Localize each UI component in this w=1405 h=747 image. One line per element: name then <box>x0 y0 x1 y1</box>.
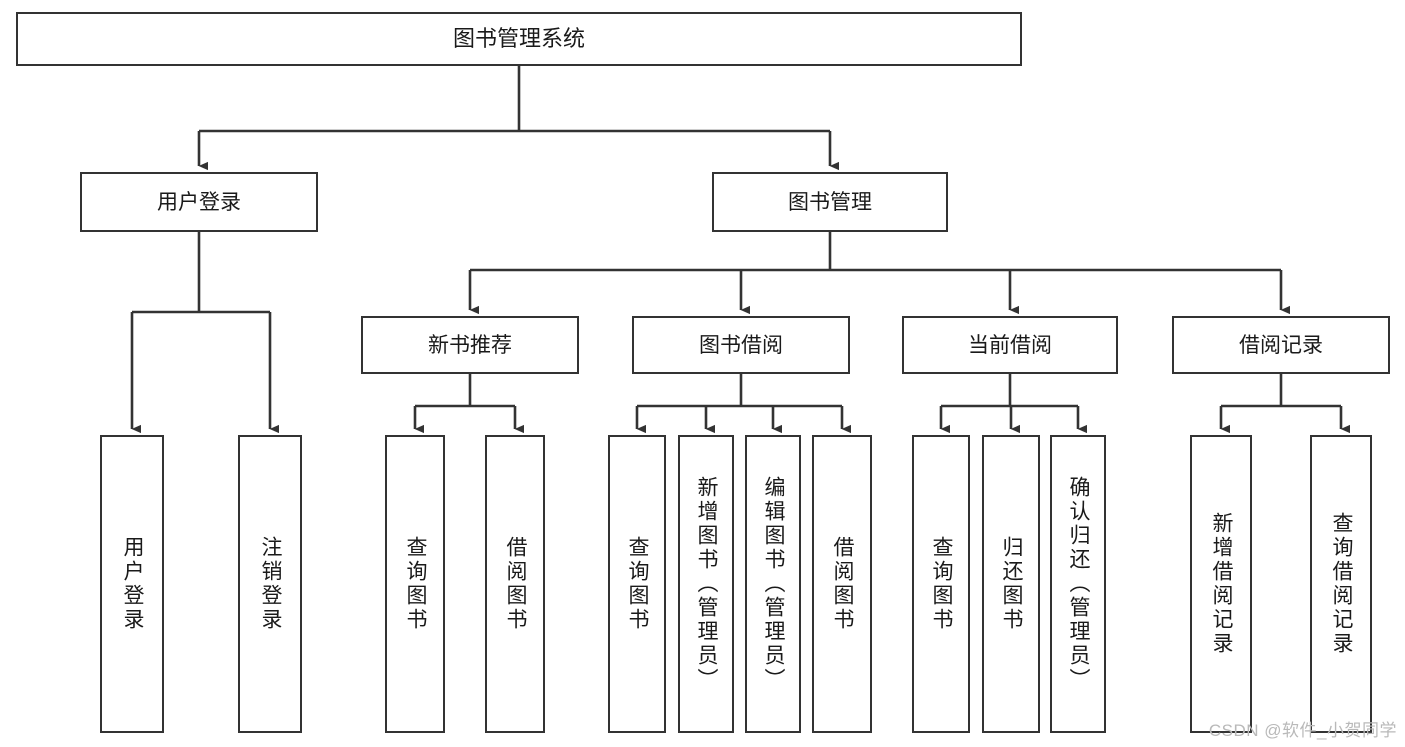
node-leaf-add-record[interactable]: 新增借阅记录 <box>1190 435 1252 733</box>
node-leaf-logout-label: 注销登录 <box>259 536 283 632</box>
node-book-manage[interactable]: 图书管理 <box>712 172 948 232</box>
node-borrow-record[interactable]: 借阅记录 <box>1172 316 1390 374</box>
node-leaf-borrow-book-1-label: 借阅图书 <box>504 536 528 632</box>
node-leaf-query-book-2[interactable]: 查询图书 <box>608 435 666 733</box>
node-leaf-user-login[interactable]: 用户登录 <box>100 435 164 733</box>
node-borrow-record-label: 借阅记录 <box>1239 333 1323 357</box>
node-leaf-return-book-label: 归还图书 <box>1000 536 1024 632</box>
node-leaf-logout[interactable]: 注销登录 <box>238 435 302 733</box>
node-leaf-query-book-1-label: 查询图书 <box>404 536 428 632</box>
node-leaf-query-book-2-label: 查询图书 <box>626 536 650 632</box>
node-root-label: 图书管理系统 <box>452 26 585 51</box>
node-leaf-add-book-label: 新增图书（管理员） <box>695 476 719 692</box>
node-current-borrow[interactable]: 当前借阅 <box>902 316 1118 374</box>
node-leaf-confirm-return[interactable]: 确认归还（管理员） <box>1050 435 1106 733</box>
node-leaf-query-book-3-label: 查询图书 <box>930 536 954 632</box>
node-leaf-borrow-book-2-label: 借阅图书 <box>831 536 855 632</box>
node-root[interactable]: 图书管理系统 <box>16 12 1022 66</box>
node-leaf-borrow-book-2[interactable]: 借阅图书 <box>812 435 872 733</box>
node-leaf-add-record-label: 新增借阅记录 <box>1210 512 1234 656</box>
node-leaf-user-login-label: 用户登录 <box>121 536 145 632</box>
node-user-login-label: 用户登录 <box>157 190 241 214</box>
node-new-book-recommend[interactable]: 新书推荐 <box>361 316 579 374</box>
node-leaf-borrow-book-1[interactable]: 借阅图书 <box>485 435 545 733</box>
node-leaf-return-book[interactable]: 归还图书 <box>982 435 1040 733</box>
node-leaf-edit-book[interactable]: 编辑图书（管理员） <box>745 435 801 733</box>
node-book-borrow[interactable]: 图书借阅 <box>632 316 850 374</box>
node-book-borrow-label: 图书借阅 <box>699 333 783 357</box>
node-leaf-query-book-3[interactable]: 查询图书 <box>912 435 970 733</box>
node-new-book-recommend-label: 新书推荐 <box>428 333 512 357</box>
node-user-login[interactable]: 用户登录 <box>80 172 318 232</box>
node-leaf-edit-book-label: 编辑图书（管理员） <box>762 476 786 692</box>
node-leaf-query-record-label: 查询借阅记录 <box>1330 512 1354 656</box>
node-leaf-query-book-1[interactable]: 查询图书 <box>385 435 445 733</box>
node-leaf-confirm-return-label: 确认归还（管理员） <box>1067 476 1091 692</box>
node-book-manage-label: 图书管理 <box>788 190 872 214</box>
node-leaf-add-book[interactable]: 新增图书（管理员） <box>678 435 734 733</box>
node-current-borrow-label: 当前借阅 <box>968 333 1052 357</box>
node-leaf-query-record[interactable]: 查询借阅记录 <box>1310 435 1372 733</box>
